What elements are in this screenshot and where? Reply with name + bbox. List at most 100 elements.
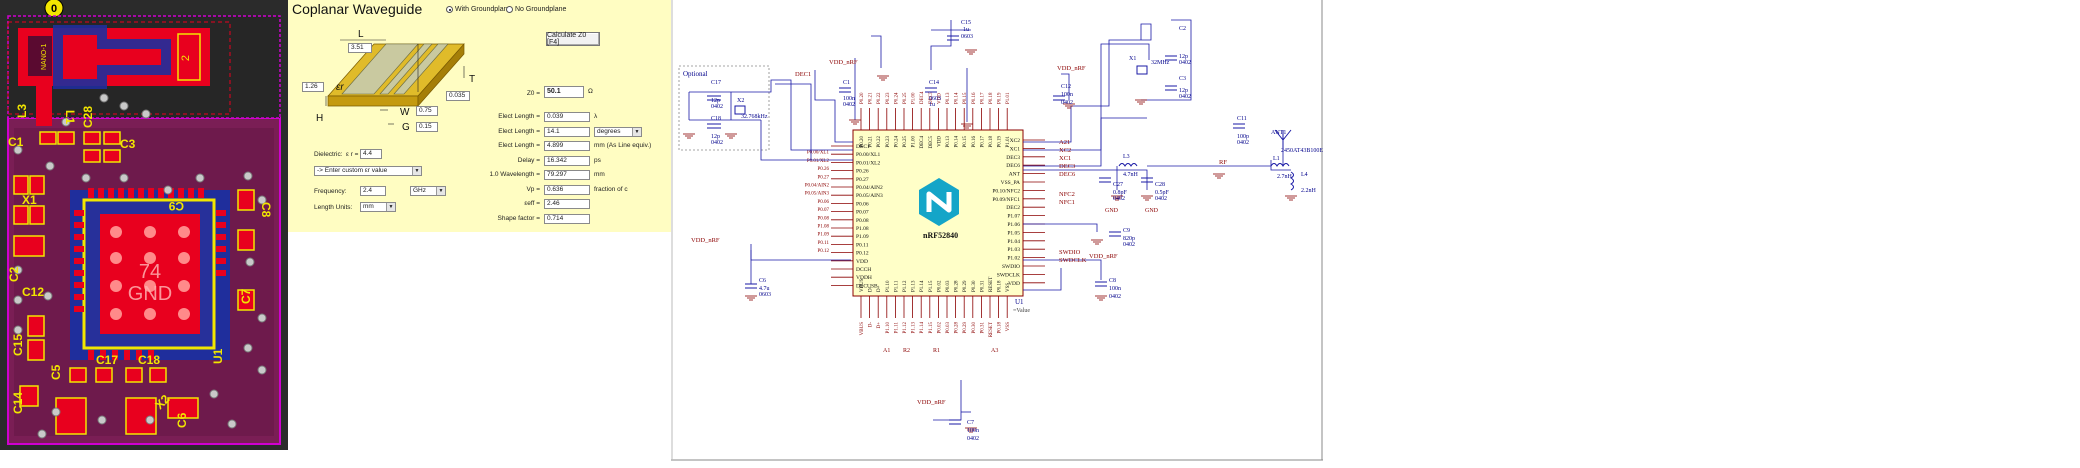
- input-height[interactable]: 1.26: [302, 82, 324, 92]
- pin-top-net: P0.21: [869, 92, 874, 104]
- frequency-input[interactable]: 2.4: [360, 186, 386, 196]
- schematic-view[interactable]: Optional nRF52840 U1 =Value DEC1DEC1P0.0…: [671, 0, 1323, 468]
- chevron-down-icon[interactable]: ▼: [436, 187, 445, 195]
- dielectric-eps-label: ε r =: [346, 151, 359, 158]
- radio-no-dot[interactable]: [506, 6, 513, 13]
- pin-bottom-label: P1.15: [929, 280, 934, 292]
- component-label: 0402: [1237, 140, 1249, 146]
- net-stub: A1: [883, 348, 890, 354]
- pin-bottom-net: D+: [877, 322, 882, 329]
- pin-bottom-net: P0.31: [980, 322, 985, 334]
- component-label: 100n: [1109, 286, 1121, 292]
- component-label: 0.8pF: [1113, 190, 1128, 196]
- pin-left-label: P0.00/XL1: [856, 152, 881, 158]
- radio-with-label: With Groundplane: [455, 6, 512, 13]
- pin-right-label: ANT: [1009, 172, 1021, 178]
- net-label: XC2: [1059, 147, 1071, 154]
- pin-top-label: P0.13: [946, 136, 951, 148]
- chevron-down-icon[interactable]: ▼: [412, 167, 421, 175]
- pin-left-net: P0.05/AIN3: [805, 192, 830, 197]
- pin-top-net: VDD: [937, 93, 942, 104]
- component-label: 12p: [1179, 88, 1188, 94]
- radio-no-label: No Groundplane: [515, 6, 567, 13]
- pin-left-net: P0.01/XL2: [807, 159, 830, 164]
- capacitor-symbols: [707, 35, 1245, 425]
- result-value: 14.1: [544, 126, 590, 137]
- pin-right-label: DEC3: [1006, 155, 1020, 161]
- input-width[interactable]: 0.75: [416, 106, 438, 116]
- pin-top-net: P0.23: [886, 92, 891, 104]
- length-units-select[interactable]: mm ▼: [360, 202, 396, 212]
- component-label: 12p: [711, 98, 720, 104]
- radio-with-groundplane[interactable]: With Groundplane: [446, 6, 511, 13]
- pin-bottom-label: P0.28: [955, 280, 960, 292]
- pin-right-label: P1.07: [1007, 214, 1020, 220]
- component-label: 0402: [1179, 94, 1191, 100]
- optional-label: Optional: [683, 70, 708, 78]
- frequency-unit-value: GHz: [413, 187, 426, 194]
- pin-right-label: P1.06: [1007, 222, 1020, 228]
- pin-left-net: P0.27: [817, 175, 829, 180]
- eps-symbol: εr: [336, 82, 344, 93]
- pin-bottom-label: P1.14: [920, 280, 925, 292]
- dim-g-letter: G: [402, 122, 410, 133]
- input-gap[interactable]: 0.15: [416, 122, 438, 132]
- result-label: εeff =: [524, 200, 540, 207]
- chevron-down-icon[interactable]: ▼: [386, 203, 395, 211]
- pin-bottom-label: D-: [869, 286, 874, 292]
- cpw-calculator-panel: L T H W G εr Coplanar Waveguide With Gro…: [288, 0, 671, 232]
- z0-value: 50.1: [544, 86, 584, 98]
- pin-left-net: P0.11: [818, 241, 830, 246]
- net-label: NFC1: [1059, 199, 1075, 206]
- pin-bottom-label: VSS: [1006, 283, 1011, 292]
- component-label: C9: [1123, 228, 1130, 234]
- material-select[interactable]: -> Enter custom εr value ▼: [314, 166, 422, 176]
- input-thickness[interactable]: 0.035: [446, 91, 470, 101]
- silk-c18: C18: [138, 353, 160, 367]
- calculate-z0-button[interactable]: Calculate Z0 [F4]: [546, 32, 600, 46]
- pin-bottom-label: VBUS: [860, 278, 865, 292]
- dielectric-input[interactable]: 4.4: [360, 149, 382, 159]
- pin-bottom-net: RESET: [989, 322, 994, 337]
- pin-bottom-net: P0.29: [963, 322, 968, 334]
- component-label: 0603: [961, 34, 973, 40]
- chevron-down-icon[interactable]: ▼: [632, 127, 641, 136]
- component-label: 0603: [759, 292, 771, 298]
- net-stub: R1: [933, 348, 940, 354]
- component-label: 100n: [843, 96, 855, 102]
- pins-top: P0.20P0.20P0.21P0.21P0.22P0.22P0.23P0.23…: [860, 91, 1011, 149]
- silk-c7: C7: [239, 288, 253, 304]
- component-label: C28: [1155, 182, 1165, 188]
- result-unit: mm (As Line equiv.): [594, 142, 652, 149]
- component-label: 32MHz: [1151, 60, 1170, 66]
- input-length[interactable]: 3.51: [348, 43, 372, 53]
- pin-top-net: P0.18: [989, 92, 994, 104]
- dim-t-letter: T: [469, 74, 475, 85]
- net-label: VDD_nRF: [1089, 253, 1118, 260]
- frequency-unit-select[interactable]: GHz ▼: [410, 186, 446, 196]
- silk-c12: C12: [22, 285, 44, 299]
- result-unit: ps: [594, 156, 601, 164]
- pin-right-label: P0.10/NFC2: [992, 188, 1020, 194]
- net-label: DEC6: [1059, 171, 1076, 178]
- svg-text:GND: GND: [128, 283, 172, 305]
- pin-left-label: P0.06: [856, 201, 869, 207]
- elect-length-unit-select[interactable]: degrees▼: [594, 126, 642, 137]
- component-label: C15: [961, 20, 971, 26]
- pin-right-label: DEC2: [1006, 205, 1020, 211]
- pin-bottom-net: VSS: [1006, 322, 1011, 331]
- pin-right-label: P1.05: [1007, 230, 1020, 236]
- pin-top-label: VDD: [937, 136, 942, 147]
- component-label: C7: [967, 420, 974, 426]
- component-label: 0402: [1155, 196, 1167, 202]
- radio-with-dot[interactable]: [446, 6, 453, 13]
- nordic-logo: [919, 178, 959, 226]
- radio-no-groundplane[interactable]: No Groundplane: [506, 6, 566, 13]
- result-label: Shape factor =: [497, 214, 540, 222]
- net-label: DEC1: [795, 71, 811, 78]
- component-label: 0603: [929, 96, 941, 102]
- silk-c5: C5: [49, 364, 63, 380]
- pcb-layout-view[interactable]: 0 NANO-1 2 74 GND: [0, 0, 288, 450]
- pins-left: DEC1DEC1P0.00/XL1P0.00/XL1P0.01/XL2P0.01…: [805, 144, 883, 289]
- component-label: 0402: [967, 436, 979, 442]
